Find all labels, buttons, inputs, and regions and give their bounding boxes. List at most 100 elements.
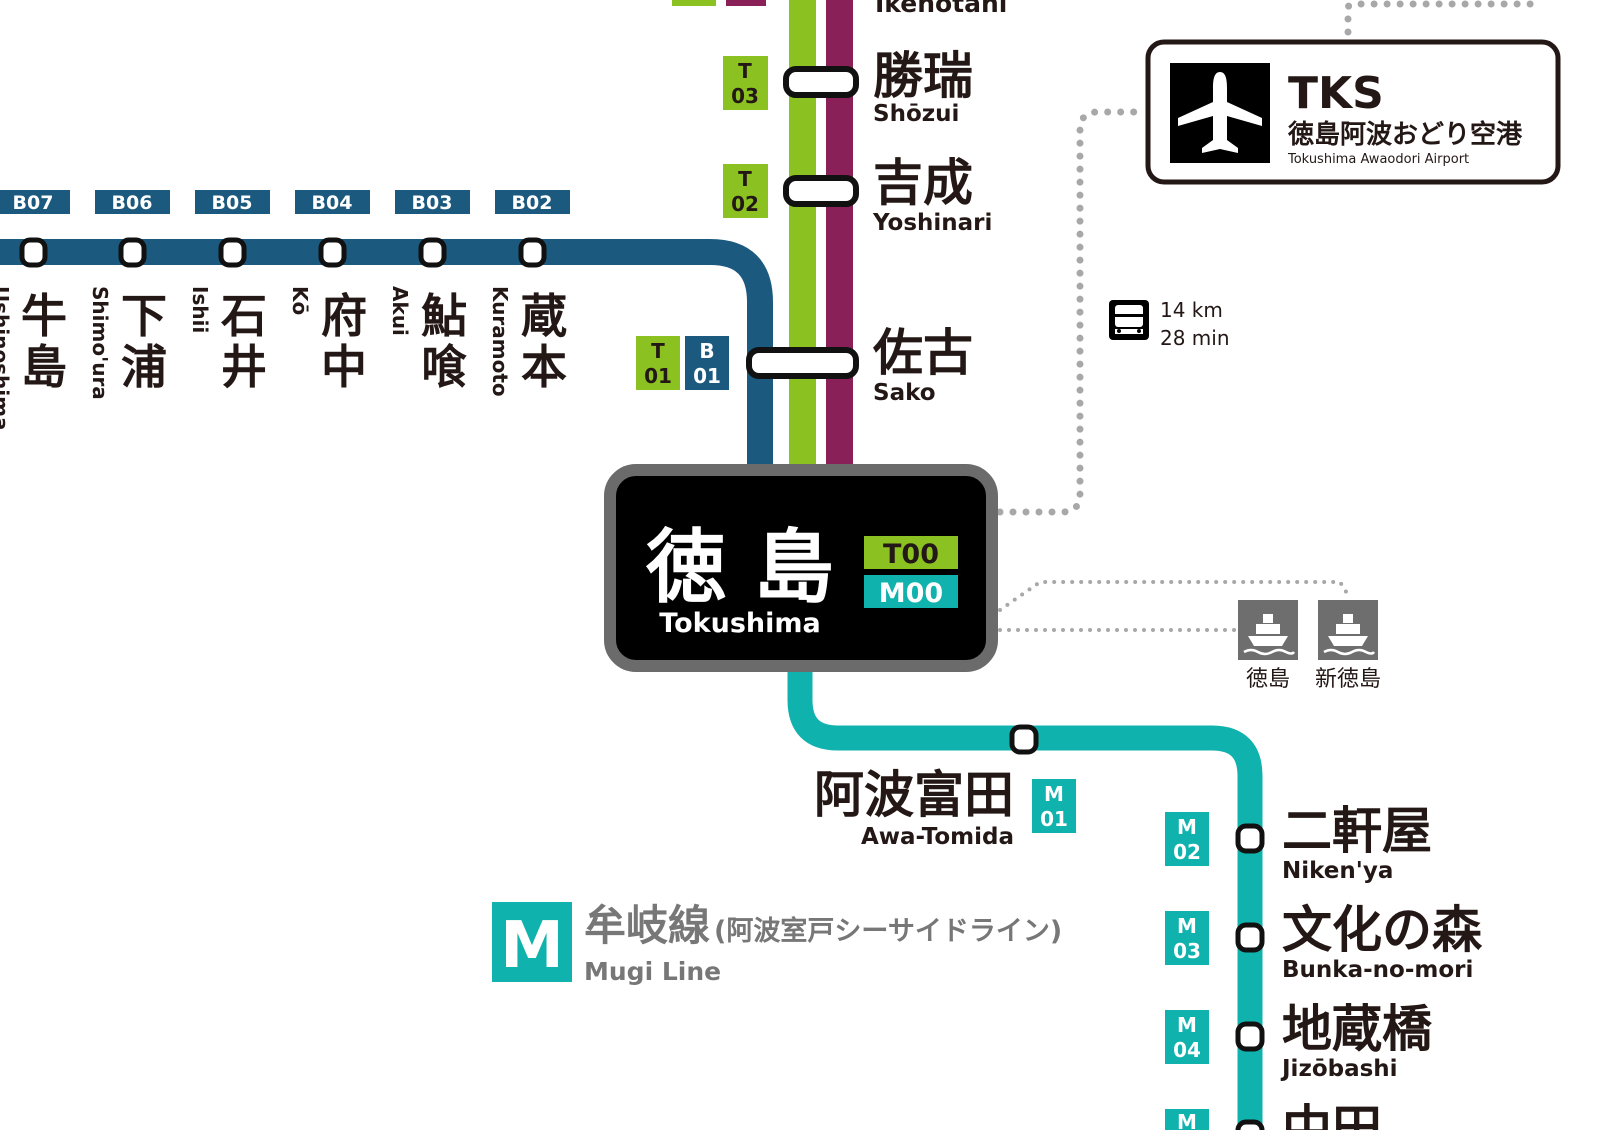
station-name-en: Jizōbashi	[1280, 1056, 1398, 1082]
hub-code-m-badge	[864, 575, 958, 608]
station-marker	[1235, 1021, 1265, 1052]
station-code: B06	[112, 192, 153, 214]
hub-box	[604, 464, 998, 672]
ferry-shin-tokushima[interactable]: 新徳島	[1315, 600, 1381, 692]
station-name-en: Kuramoto	[488, 286, 512, 397]
station-code-letter: T	[738, 167, 752, 191]
bus-distance: 14 km	[1160, 298, 1223, 322]
b-line	[0, 239, 773, 470]
station-name-jp-2: 浦	[121, 340, 167, 394]
station-code-number: 01	[693, 364, 721, 388]
station-code-badge	[1032, 779, 1076, 833]
station-code-badge	[1165, 1010, 1209, 1064]
hub-code-t: T00	[883, 539, 939, 570]
station-code-badge	[723, 164, 768, 218]
station-name-en: Ushinoshima	[0, 286, 13, 431]
station-name-jp-2: 喰	[421, 340, 467, 394]
line-legend-jp-sub: (阿波室戸シーサイドライン)	[714, 915, 1062, 947]
line-legend-en: Mugi Line	[584, 957, 721, 986]
station-code-badge	[0, 190, 70, 214]
station-code: B02	[512, 192, 553, 214]
station-name-jp: 佐古	[872, 324, 973, 382]
station-marker	[118, 237, 147, 268]
airport-name-en: Tokushima Awaodori Airport	[1287, 152, 1469, 167]
station-name-jp-1: 下	[121, 289, 167, 343]
station-code: B03	[412, 192, 453, 214]
station-name-en: Yoshinari	[872, 210, 992, 236]
station-name-en: Shōzui	[873, 101, 959, 127]
station-code-letter: T	[738, 59, 752, 83]
station-t03[interactable]: T 03 勝瑞 Shōzui	[723, 47, 973, 127]
station-code-number: 02	[1173, 840, 1201, 864]
station-code-letter: B	[699, 339, 714, 363]
line-legend-badge	[492, 902, 572, 982]
ferry-connector-1	[998, 580, 1352, 612]
station-name-en: Kō	[288, 286, 312, 315]
hub-code-m: M00	[879, 578, 943, 609]
station-code-letter: M	[1177, 1013, 1197, 1037]
station-name-jp-1: 蔵	[521, 289, 567, 343]
line-legend-jp-main: 牟岐線	[584, 901, 710, 950]
station-marker	[1235, 922, 1265, 953]
station-marker	[418, 237, 447, 268]
station-name-en: Ikenotani	[875, 0, 1007, 18]
station-code-number: 04	[1173, 1038, 1201, 1062]
station-code-number: 03	[731, 84, 759, 108]
airport-box[interactable]: TKS 徳島阿波おどり空港 Tokushima Awaodori Airport	[1145, 39, 1561, 185]
station-m02[interactable]: M 02 二軒屋 Niken'ya	[1165, 802, 1432, 884]
station-name-jp-2: 島	[21, 340, 67, 394]
station-t01-b01[interactable]: T 01 B 01 佐古 Sako	[636, 324, 973, 406]
ferry-icon	[1318, 600, 1378, 660]
station-name-en: Bunka-no-mori	[1282, 957, 1473, 983]
ferry-label: 新徳島	[1315, 667, 1381, 692]
airport-name-jp: 徳島阿波おどり空港	[1287, 119, 1523, 150]
station-name-jp: 文化の森	[1282, 901, 1483, 959]
station-name-jp-1: 鮎	[421, 289, 467, 343]
hub-station-tokushima[interactable]: 徳 島 Tokushima T00 M00	[604, 464, 998, 672]
station-b07[interactable]: B07 牛 島 Ushinoshima	[0, 190, 70, 431]
station-code-number: 01	[644, 364, 672, 388]
station-m05[interactable]: M 中田	[1165, 1100, 1382, 1130]
station-name-en: Ishii	[188, 286, 212, 333]
station-marker	[746, 347, 859, 379]
ferry-tokushima[interactable]: 徳島	[1238, 600, 1298, 692]
station-marker	[318, 237, 347, 268]
station-marker	[1235, 823, 1265, 854]
station-name-jp: 中田	[1282, 1100, 1382, 1130]
station-b04[interactable]: B04 府 中 Kō	[288, 190, 370, 394]
station-b02[interactable]: B02 蔵 本 Kuramoto	[488, 190, 570, 397]
line-legend-mugi: M 牟岐線(阿波室戸シーサイドライン) Mugi Line	[492, 901, 1062, 986]
hub-code-t-badge	[864, 536, 958, 569]
station-code-badge	[195, 190, 270, 214]
station-m01[interactable]: M 01 阿波富田 Awa-Tomida	[814, 724, 1076, 850]
station-t02[interactable]: T 02 吉成 Yoshinari	[723, 154, 992, 236]
station-name-en: Akui	[388, 286, 412, 336]
station-code-number: 03	[1173, 939, 1201, 963]
station-m03[interactable]: M 03 文化の森 Bunka-no-mori	[1165, 901, 1483, 983]
station-code-badge-t	[636, 336, 680, 390]
line-legend-letter: M	[500, 909, 564, 983]
bus-time: 28 min	[1160, 326, 1230, 350]
airplane-icon	[1178, 72, 1262, 153]
station-code-letter: M	[1177, 815, 1197, 839]
station-code: B07	[13, 192, 54, 214]
line-fragment	[672, 0, 716, 6]
ferry-icon	[1238, 600, 1298, 660]
station-name-en: Shimo'ura	[88, 286, 112, 400]
station-name-jp-1: 府	[321, 289, 367, 343]
station-name-jp-2: 中	[321, 340, 367, 394]
station-code-badge	[295, 190, 370, 214]
station-m04[interactable]: M 04 地蔵橋 Jizōbashi	[1165, 1000, 1432, 1082]
station-b03[interactable]: B03 鮎 喰 Akui	[388, 190, 470, 394]
station-b05[interactable]: B05 石 井 Ishii	[188, 190, 270, 394]
line-fragment	[726, 0, 766, 6]
station-marker	[518, 237, 547, 268]
airport-connector	[996, 108, 1144, 516]
station-b06[interactable]: B06 下 浦 Shimo'ura	[88, 190, 170, 400]
station-name-jp-1: 牛	[21, 289, 67, 343]
station-name-jp-1: 石	[221, 289, 267, 343]
station-code-number: 01	[1040, 807, 1068, 831]
hub-name-jp: 徳 島	[645, 521, 834, 614]
station-code-letter: M	[1177, 914, 1197, 938]
